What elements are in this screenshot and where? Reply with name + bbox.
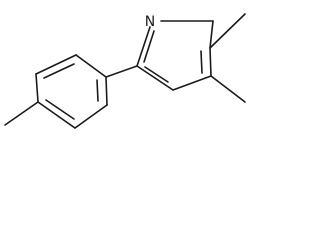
methyl-bond-c5 <box>209 13 246 49</box>
bond-c2-n <box>136 26 151 67</box>
bond-c3-c2 <box>136 65 174 91</box>
bond-b5-b6 <box>74 104 108 129</box>
bond-ring-link <box>105 65 138 78</box>
nitrogen-atom-label: N <box>145 14 155 30</box>
double-bond-inner-b2-b3 <box>43 63 75 79</box>
double-bond-inner-c3-c2 <box>144 66 169 83</box>
double-bond-inner-b4-b5 <box>45 99 75 120</box>
methyl-bond-para <box>4 101 39 126</box>
double-bond-inner-n-c2 <box>143 30 155 63</box>
bond-b1-b2 <box>75 54 107 78</box>
bond-b2-b3 <box>35 54 77 75</box>
bond-b4-b5 <box>37 101 76 129</box>
double-bond-inner-b6-b1 <box>96 79 99 102</box>
double-bond-inner-c5-c4 <box>200 50 203 74</box>
benzene-ring <box>35 54 108 129</box>
pyridine-ring <box>136 20 214 91</box>
bond-c5-c4 <box>209 47 212 77</box>
bond-c6-c5 <box>209 20 214 49</box>
bond-c4-c3 <box>172 75 212 91</box>
bond-b3-b4 <box>35 73 39 103</box>
methyl-bond-c4 <box>210 75 246 103</box>
chemical-structure-diagram: N <box>4 13 246 129</box>
bond-b6-b1 <box>105 76 108 106</box>
